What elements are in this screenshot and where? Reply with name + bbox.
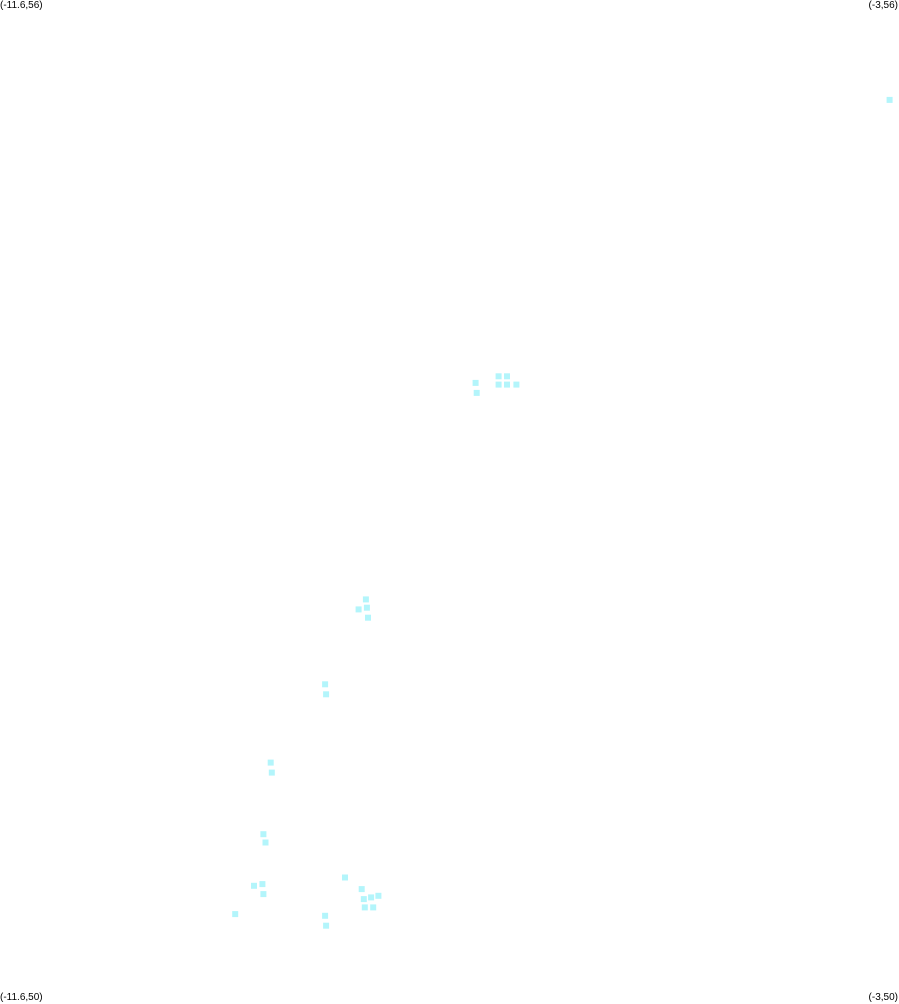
map-point-marker[interactable] xyxy=(375,892,382,899)
map-point-marker[interactable] xyxy=(358,886,365,893)
map-point-marker[interactable] xyxy=(268,769,275,776)
map-point-marker[interactable] xyxy=(495,381,502,388)
map-point-marker[interactable] xyxy=(362,596,369,603)
corner-label-bottom-left: (-11.6,50) xyxy=(0,992,43,1003)
map-point-marker[interactable] xyxy=(365,614,371,621)
map-point-marker[interactable] xyxy=(355,606,362,613)
map-point-marker[interactable] xyxy=(363,604,370,611)
corner-label-bottom-right: (-3,50) xyxy=(868,992,898,1003)
map-point-marker[interactable] xyxy=(259,881,266,888)
map-point-marker[interactable] xyxy=(262,839,269,846)
map-point-marker[interactable] xyxy=(513,381,520,388)
map-point-marker[interactable] xyxy=(504,381,510,388)
map-point-marker[interactable] xyxy=(886,96,893,103)
map-point-marker[interactable] xyxy=(504,373,510,380)
map-point-marker[interactable] xyxy=(232,911,239,918)
map-point-marker[interactable] xyxy=(260,891,267,898)
map-point-marker[interactable] xyxy=(323,922,330,929)
map-point-marker[interactable] xyxy=(322,681,329,688)
map-point-marker[interactable] xyxy=(360,896,367,903)
map-point-marker[interactable] xyxy=(473,389,480,396)
map-point-marker[interactable] xyxy=(361,904,368,911)
corner-label-top-left: (-11.6,56) xyxy=(0,0,43,11)
map-point-marker[interactable] xyxy=(472,379,479,386)
map-point-marker[interactable] xyxy=(251,882,257,889)
map-point-marker[interactable] xyxy=(342,874,348,881)
map-point-marker[interactable] xyxy=(323,691,330,698)
map-point-marker[interactable] xyxy=(322,912,329,919)
corner-label-top-right: (-3,56) xyxy=(868,0,898,11)
map-point-marker[interactable] xyxy=(495,373,502,380)
map-point-marker[interactable] xyxy=(370,904,377,911)
map-point-marker[interactable] xyxy=(368,894,375,901)
map-point-marker[interactable] xyxy=(267,759,274,766)
map-point-marker[interactable] xyxy=(260,831,267,838)
